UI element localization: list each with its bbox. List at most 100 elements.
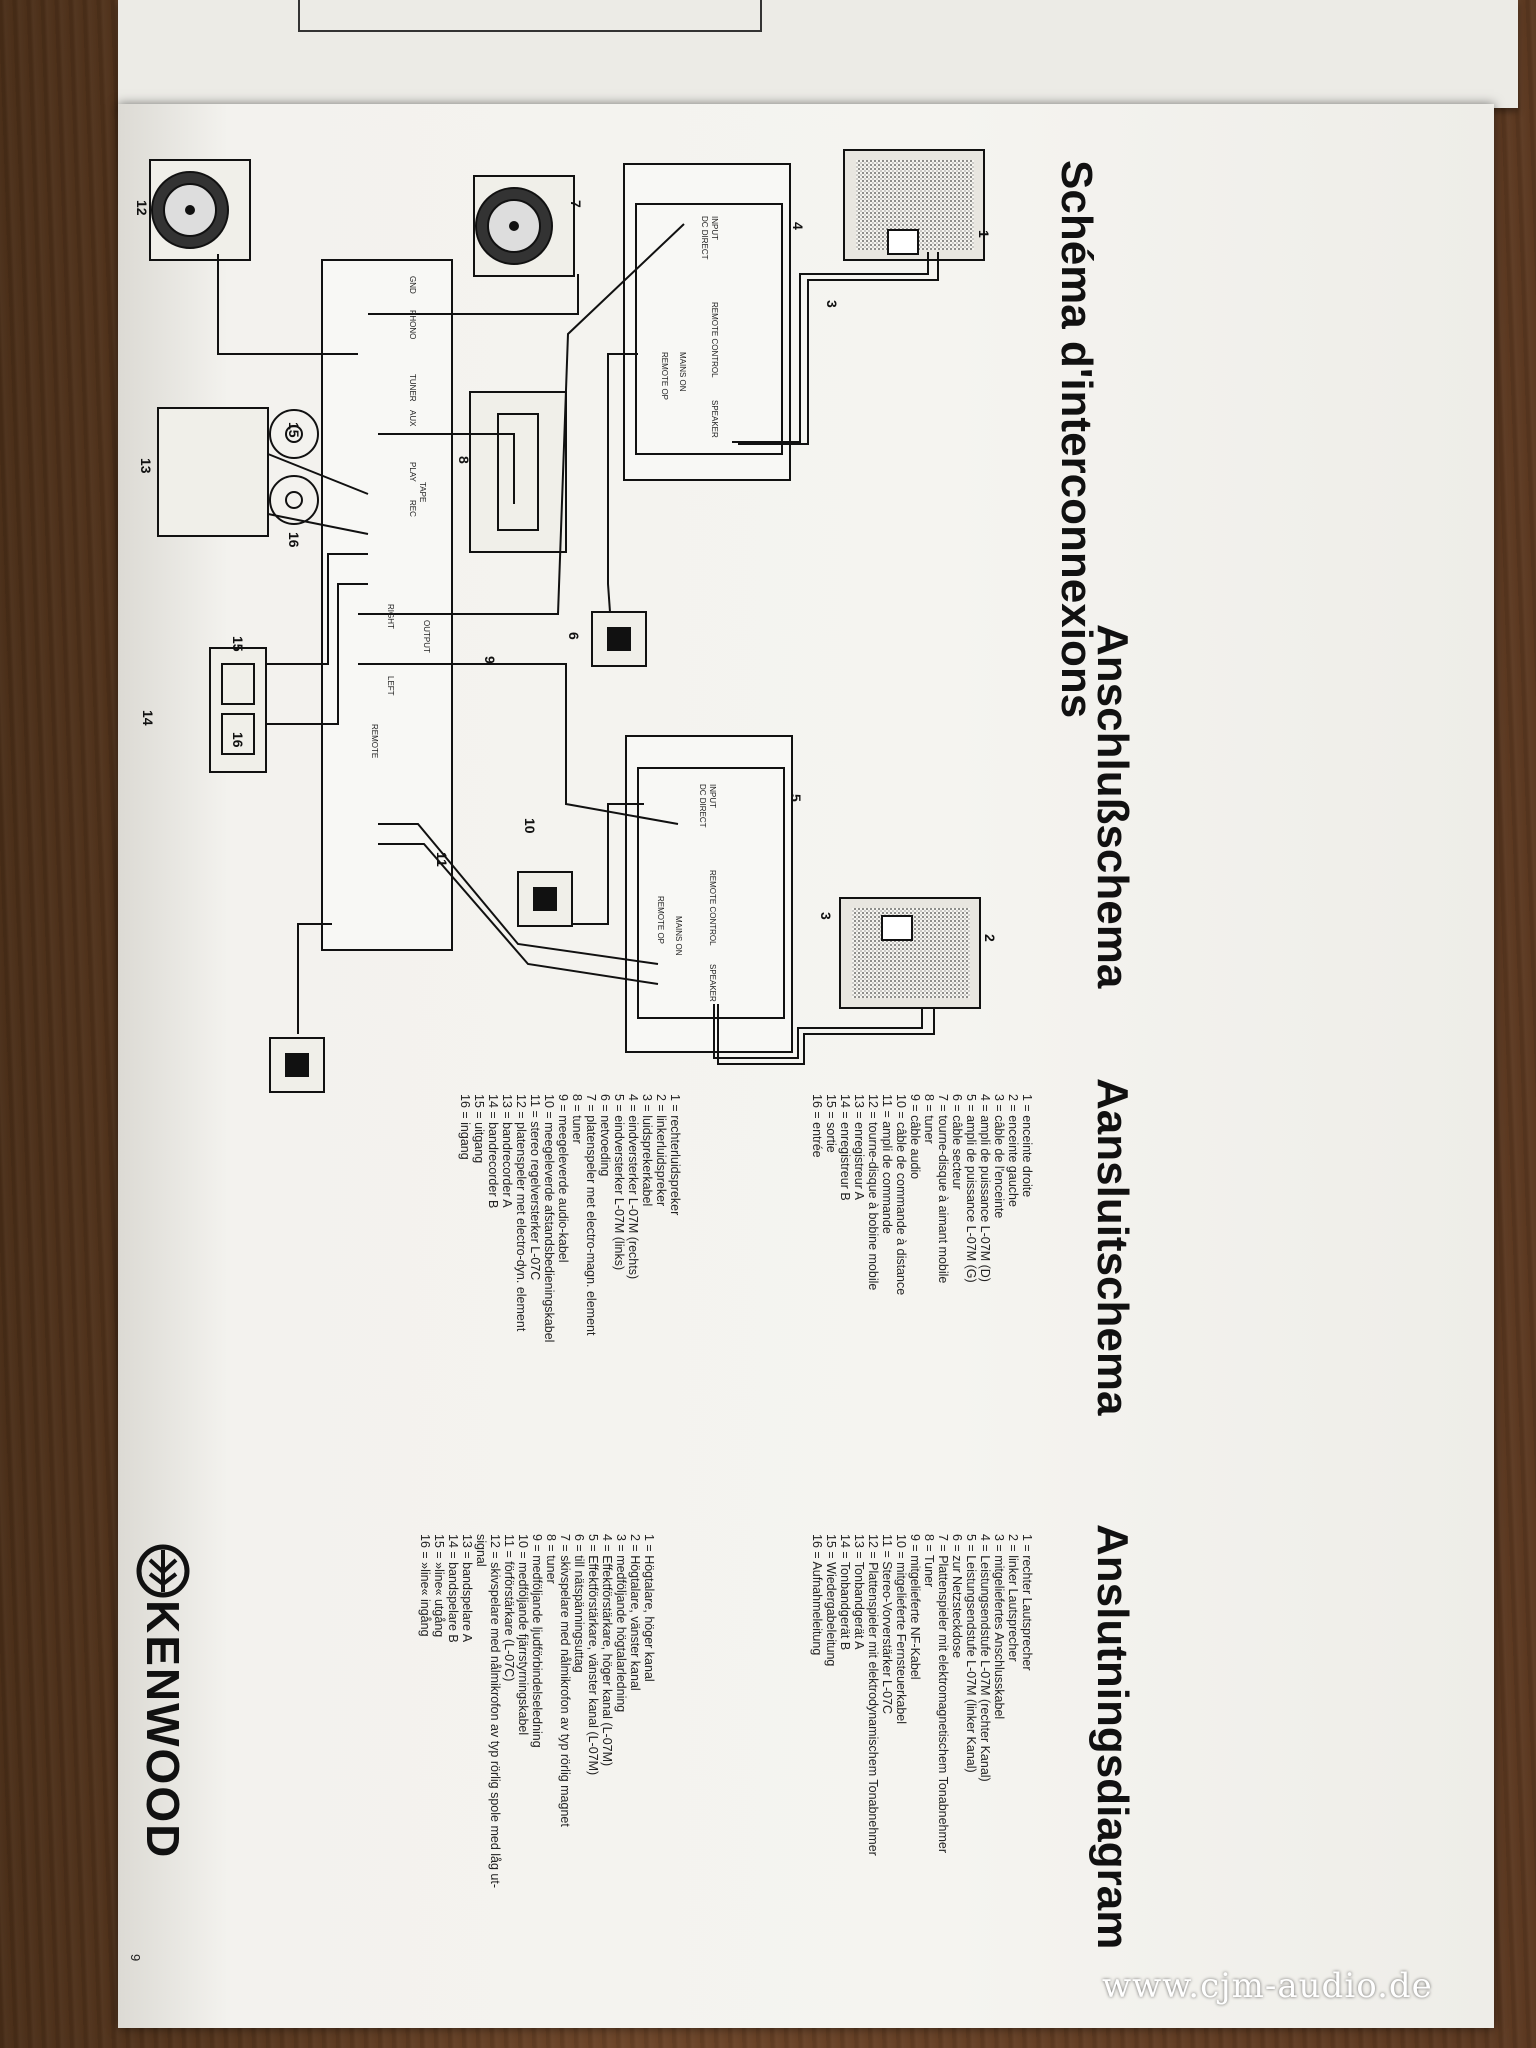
- legend-item: 14 = Tonbandgerät B: [838, 1534, 852, 1651]
- legend-item: 8 = Tuner: [922, 1534, 936, 1588]
- legend-item: 15 = Wiedergabeleitung: [824, 1534, 838, 1667]
- legend-item: 10 = câble de commande à distance: [894, 1094, 908, 1296]
- manual-page: Schéma d'interconnexions Anschlußschema …: [118, 104, 1494, 2028]
- legend-item: 1 = enceinte droite: [1020, 1094, 1034, 1198]
- diagram-number: 7: [568, 200, 584, 208]
- legend-item: 3 = câble de l'enceinte: [992, 1094, 1006, 1219]
- diagram-number: 14: [140, 710, 156, 726]
- legend-item: 2 = enceinte gauche: [1006, 1094, 1020, 1207]
- legend-item: 13 = bandspelare A: [460, 1534, 474, 1643]
- legend-item: 9 = medföljande ljudförbindelseledning: [530, 1534, 544, 1748]
- legend-item: 9 = câble audio: [908, 1094, 922, 1180]
- legend-item: 6 = zur Netzsteckdose: [950, 1534, 964, 1659]
- label-speaker-left: SPEAKER: [708, 964, 717, 1002]
- label-remote: REMOTE: [370, 724, 379, 759]
- label-play: PLAY: [408, 462, 417, 482]
- legend-item: 6 = netvoeding: [598, 1094, 612, 1177]
- legend-item: 7 = Plattenspieler mit elektromagnetisch…: [936, 1534, 950, 1854]
- legend-item: 1 = rechterluidspreker: [668, 1094, 682, 1216]
- control-amp: [321, 259, 453, 951]
- legend-item: 5 = eindversterker L-07M (links): [612, 1094, 626, 1271]
- legend-item: 8 = tuner: [544, 1534, 558, 1584]
- label-remote-op-right: REMOTE OP: [660, 352, 669, 401]
- label-tape: TAPE: [418, 482, 427, 503]
- legend-item: 8 = tuner: [922, 1094, 936, 1144]
- label-left: LEFT: [386, 676, 395, 696]
- label-input-left: INPUT: [708, 784, 717, 808]
- diagram-number: 11: [434, 852, 450, 867]
- label-remote-control-right: REMOTE CONTROL: [710, 302, 719, 378]
- diagram-number: 12: [134, 200, 150, 216]
- legend-item: 4 = Effektförstärkare, höger kanal (L-07…: [600, 1534, 614, 1767]
- label-mains-on-left: MAINS ON: [674, 916, 683, 956]
- legend-item: 14 = bandrecorder B: [486, 1094, 500, 1209]
- label-tuner: TUNER: [408, 374, 417, 402]
- label-output: OUTPUT: [422, 620, 431, 653]
- diagram-number: 4: [790, 222, 806, 230]
- power-amp-left: [625, 735, 793, 1053]
- watermark: www.cjm-audio.de: [1102, 1966, 1433, 2006]
- title-swedish: Anslutningsdiagram: [1088, 1524, 1137, 1950]
- legend-item: 5 = ampli de puissance L-07M (G): [964, 1094, 978, 1283]
- legend-item: 3 = luidsprekerkabel: [640, 1094, 654, 1207]
- page-number: 9: [128, 1954, 143, 1962]
- brand-name: KENWOOD: [137, 1600, 189, 1860]
- legend-swedish: 1 = Högtalare, höger kanal 2 = Högtalare…: [418, 1534, 656, 1888]
- legend-item: 10 = meegeleverde afstandsbedieningskabe…: [542, 1094, 556, 1343]
- legend-item: 4 = ampli de puissance L-07M (D): [978, 1094, 992, 1282]
- diagram-number: 2: [982, 934, 998, 942]
- label-dc-direct-left: DC DIRECT: [698, 784, 707, 828]
- previous-page-box: [298, 0, 762, 32]
- legend-item: 11 = ampli de commande: [880, 1094, 894, 1234]
- legend-item: 6 = till nätspänningsuttag: [572, 1534, 586, 1673]
- label-mains-on-right: MAINS ON: [678, 352, 687, 392]
- legend-item: 12 = tourne-disque à bobine mobile: [866, 1094, 880, 1291]
- legend-item: 12 = Plattenspieler mit elektrodynamisch…: [866, 1534, 880, 1856]
- legend-item: 15 = uitgang: [472, 1094, 486, 1164]
- legend-item: 15 = »line« utgång: [432, 1534, 446, 1638]
- legend-item: 13 = enregistreur A: [852, 1094, 866, 1200]
- legend-item: 3 = mitgeliefertes Anschlusskabel: [992, 1534, 1006, 1720]
- label-remote-op-left: REMOTE OP: [656, 896, 665, 945]
- legend-item: 7 = platenspeler met electro-magn. eleme…: [584, 1094, 598, 1336]
- legend-item: 9 = meegeleverde audio-kabel: [556, 1094, 570, 1263]
- legend-dutch: 1 = rechterluidspreker 2 = linkerluidspr…: [458, 1094, 682, 1342]
- diagram-number: 5: [788, 794, 804, 802]
- legend-item: 4 = eindversterker L-07M (rechts): [626, 1094, 640, 1280]
- diagram-number: 3: [818, 912, 834, 920]
- label-input-right: INPUT: [710, 216, 719, 240]
- label-right: RIGHT: [386, 604, 395, 629]
- legend-item: 5 = Effektförstärkare, vänster kanal (L-…: [586, 1534, 600, 1776]
- legend-item: 13 = bandrecorder A: [500, 1094, 514, 1208]
- legend-item: 11 = stereo regelversterker L-07C: [528, 1094, 542, 1281]
- legend-french: 1 = enceinte droite 2 = enceinte gauche …: [810, 1094, 1034, 1295]
- legend-item: 13 = Tonbandgerät A: [852, 1534, 866, 1650]
- label-dc-direct-right: DC DIRECT: [700, 216, 709, 260]
- legend-item: 2 = linker Lautsprecher: [1006, 1534, 1020, 1662]
- diagram-number: 13: [138, 458, 154, 474]
- diagram-number: 15: [286, 422, 302, 438]
- legend-item: 5 = Leistungsendstufe L-07M (linker Kana…: [964, 1534, 978, 1773]
- legend-item: 14 = bandspelare B: [446, 1534, 460, 1643]
- legend-item: signal: [474, 1534, 488, 1567]
- legend-item: 11 = förförstärkare (L-07C): [502, 1534, 516, 1682]
- legend-item: 4 = Leistungsendstufe L-07M (rechter Kan…: [978, 1534, 992, 1782]
- legend-german: 1 = rechter Lautsprecher 2 = linker Laut…: [810, 1534, 1034, 1856]
- tape-deck-a: [157, 407, 269, 537]
- interconnection-diagram: [149, 149, 985, 1093]
- diagram-number: 9: [482, 656, 498, 664]
- label-aux: AUX: [408, 410, 417, 427]
- diagram-number: 15: [230, 636, 246, 652]
- diagram-number: 8: [456, 456, 472, 464]
- legend-item: 15 = sortie: [824, 1094, 838, 1153]
- label-gnd: GND: [408, 276, 417, 294]
- legend-item: 12 = skivspelare med nålmikrofon av typ …: [488, 1534, 502, 1888]
- legend-item: 11 = Stereo-Vorverstärker L-07C: [880, 1534, 894, 1715]
- title-french: Schéma d'interconnexions: [1052, 160, 1101, 719]
- diagram-number: 16: [286, 532, 302, 548]
- legend-item: 12 = platenspeler met electro-dyn. eleme…: [514, 1094, 528, 1332]
- diagram-number: 1: [976, 230, 992, 238]
- legend-item: 2 = Högtalare, vänster kanal: [628, 1534, 642, 1691]
- title-german: Anschlußschema: [1088, 624, 1137, 989]
- label-phono: PHONO: [408, 310, 417, 340]
